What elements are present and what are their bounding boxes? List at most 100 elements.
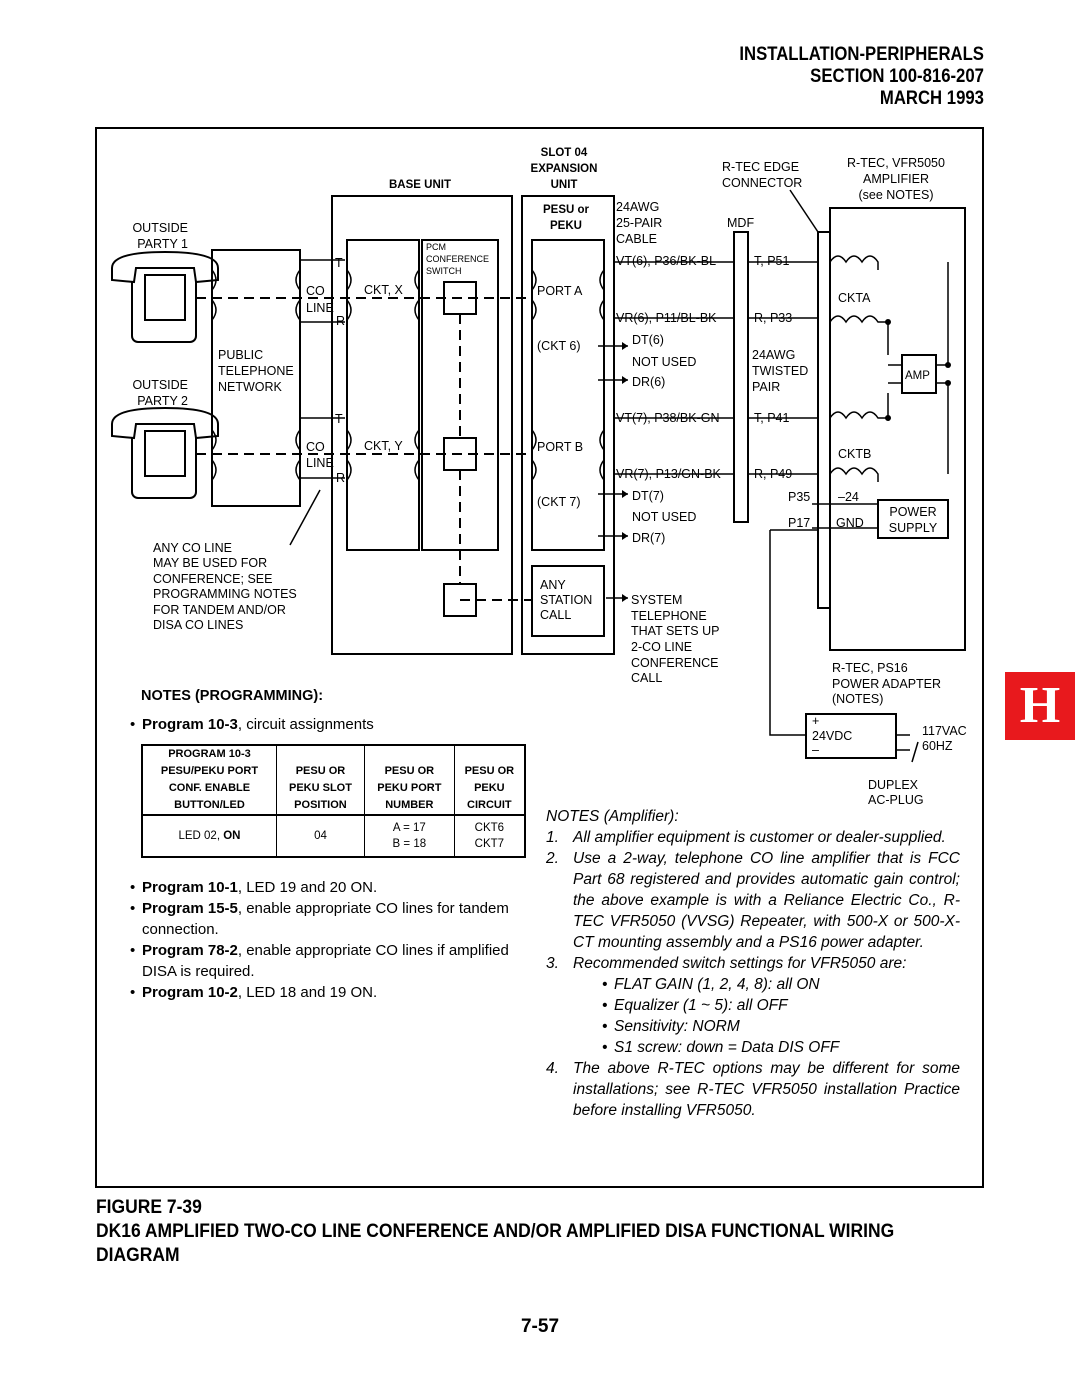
twisted-label: TWISTED (752, 364, 808, 378)
notes-programming-first: Program 10-3, circuit assignments (130, 714, 374, 735)
amp-label: AMP (905, 370, 930, 382)
network-label: NETWORK (218, 380, 283, 394)
not-used-1: NOT USED (632, 355, 696, 369)
slot-expansion: EXPANSION (531, 163, 598, 175)
base-unit-box (331, 195, 513, 655)
port-b: PORT B (537, 440, 583, 454)
any-co-note-3: CONFERENCE; SEE (153, 572, 272, 586)
public-network-box (211, 249, 301, 507)
pcm-conference: CONFERENCE (426, 254, 489, 264)
minus-label: – (812, 743, 819, 757)
sub-item: S1 screw: down = Data DIS OFF (546, 1037, 960, 1058)
dt7-label: DT(7) (632, 489, 664, 503)
list-item: Program 78-2, enable appropriate CO line… (130, 940, 510, 982)
r-p49: R, P49 (754, 467, 792, 481)
program-text: , circuit assignments (237, 716, 374, 733)
ring-label-1: R (336, 314, 345, 328)
ckt-7: (CKT 7) (537, 495, 581, 509)
port-a: PORT A (537, 284, 583, 298)
power-adapter-box (805, 713, 897, 759)
system-telephone: TELEPHONE (631, 609, 707, 623)
slot-title: SLOT 04 (541, 147, 588, 159)
list-item: 3.Recommended switch settings for VFR505… (546, 955, 907, 972)
tip-label-2: T (335, 412, 343, 426)
t-p41: T, P41 (754, 411, 789, 425)
system-sets-up: THAT SETS UP (631, 624, 719, 638)
dr7-label: DR(7) (632, 531, 665, 545)
ckta-label: CKTA (838, 291, 871, 305)
header-section-number: SECTION 100-816-207 (810, 66, 984, 87)
t-p51: T, P51 (754, 254, 789, 268)
station-label: STATION (540, 593, 592, 607)
amplifier-label: AMPLIFIER (863, 172, 929, 186)
figure-frame (95, 127, 984, 1188)
peku-label: PEKU (550, 220, 582, 232)
power-adapter-label: POWER ADAPTER (832, 677, 941, 691)
vr6-label: VR(6), P11/BL-BK (616, 311, 717, 325)
any-co-note-6: DISA CO LINES (153, 618, 243, 632)
pesu-label: PESU or (543, 204, 590, 216)
rtec-edge-connector (817, 231, 831, 609)
telephone-label: TELEPHONE (218, 364, 294, 378)
any-label: ANY (540, 578, 566, 592)
sub-item: Equalizer (1 ~ 5): all OFF (546, 995, 960, 1016)
list-item: Program 15-5, enable appropriate CO line… (130, 898, 510, 940)
notes-amplifier-title: NOTES (Amplifier): (546, 808, 679, 825)
see-notes-label: (see NOTES) (858, 188, 933, 202)
dt6-label: DT(6) (632, 333, 664, 347)
vt7-label: VT(7), P38/BK-GN (616, 411, 720, 425)
ckt-x: CKT, X (364, 283, 404, 297)
page-header: INSTALLATION-PERIPHERALS SECTION 100-816… (739, 44, 984, 110)
notes-programming-list: Program 10-1, LED 19 and 20 ON. Program … (130, 877, 510, 1003)
public-label: PUBLIC (218, 348, 263, 362)
gnd-label: GND (836, 516, 864, 530)
system-conference: CONFERENCE (631, 656, 719, 670)
amplifier-box (829, 207, 966, 651)
header-section-title: INSTALLATION-PERIPHERALS (739, 44, 984, 65)
vfr5050-label: R-TEC, VFR5050 (847, 156, 945, 170)
slot-unit: UNIT (551, 179, 578, 191)
ps-notes-label: (NOTES) (832, 692, 883, 706)
outside-party-1: OUTSIDE (132, 221, 188, 235)
list-item: 1.All amplifier equipment is customer or… (546, 829, 946, 846)
vac-label: 117VAC (922, 724, 967, 738)
twisted-awg: 24AWG (752, 348, 795, 362)
ckt-6: (CKT 6) (537, 339, 581, 353)
outside-party-2: OUTSIDE (132, 378, 188, 392)
list-item: Program 10-2, LED 18 and 19 ON. (130, 982, 510, 1003)
outside-party-1b: PARTY 1 (137, 237, 188, 251)
duplex-label: DUPLEX (868, 778, 919, 792)
ring-label-2: R (336, 471, 345, 485)
program-ref: Program 10-3 (142, 716, 238, 733)
vr7-label: VR(7), P13/GN-BK (616, 467, 722, 481)
co-label-2: CO (306, 440, 325, 454)
notes-amplifier: NOTES (Amplifier): 1.All amplifier equip… (546, 806, 960, 1121)
connector-label: CONNECTOR (722, 176, 802, 190)
tip-label-1: T (335, 256, 343, 270)
list-item: 2.Use a 2-way, telephone CO line amplifi… (546, 850, 960, 951)
call-label: CALL (540, 608, 571, 622)
sub-item: Sensitivity: NORM (546, 1016, 960, 1037)
expansion-unit-box (521, 195, 615, 655)
figure-caption: FIGURE 7-39 DK16 AMPLIFIED TWO-CO LINE C… (96, 1196, 979, 1268)
dr6-label: DR(6) (632, 375, 665, 389)
mdf-block (733, 231, 749, 523)
figure-label: FIGURE 7-39 (96, 1197, 202, 1218)
power-label: POWER (889, 505, 936, 519)
outside-party-2b: PARTY 2 (137, 394, 188, 408)
not-used-2: NOT USED (632, 510, 696, 524)
any-co-note-4: PROGRAMMING NOTES (153, 587, 297, 601)
line-label-2: LINE (306, 456, 334, 470)
header-date: MARCH 1993 (879, 88, 984, 109)
r-p33: R, P33 (754, 311, 792, 325)
line-label-1: LINE (306, 301, 334, 315)
notes-programming-title: NOTES (PROGRAMMING): (141, 688, 324, 704)
vdc-label: 24VDC (812, 729, 852, 743)
any-co-note-2: MAY BE USED FOR (153, 556, 267, 570)
minus24-label: –24 (838, 490, 859, 504)
